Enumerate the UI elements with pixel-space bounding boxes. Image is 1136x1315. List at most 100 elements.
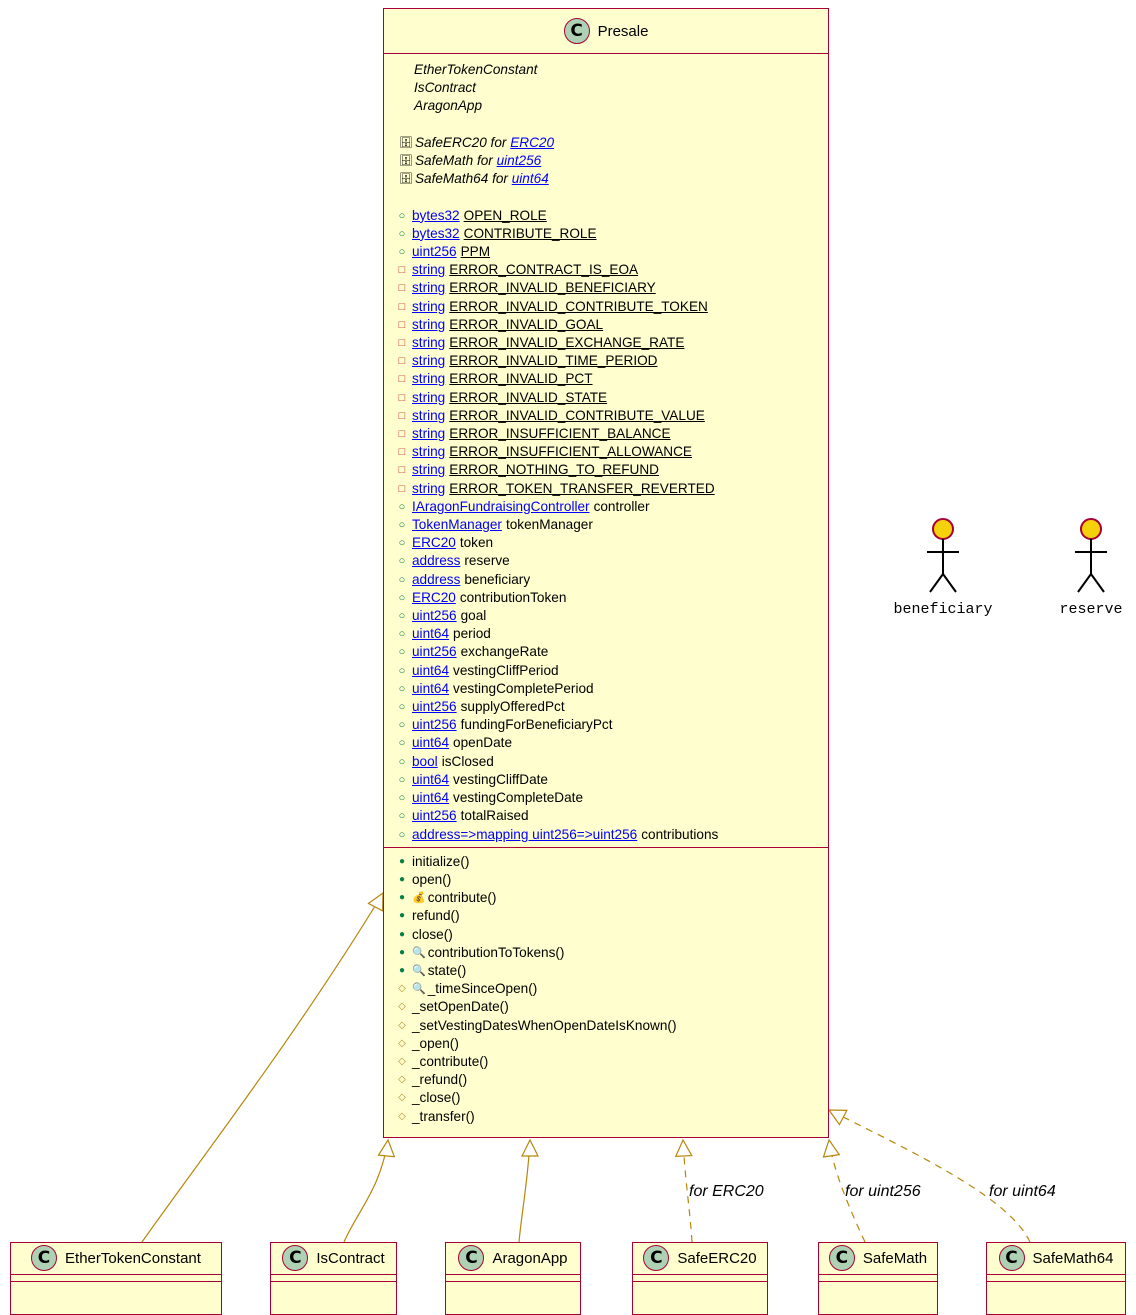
field-name: OPEN_ROLE <box>464 207 547 225</box>
field-name: contributionToken <box>460 589 567 607</box>
internal-method-icon: ◇ <box>396 980 408 998</box>
field-type-link[interactable]: string <box>412 461 445 479</box>
method-name: _setVestingDatesWhenOpenDateIsKnown() <box>412 1017 676 1035</box>
field-type-link[interactable]: string <box>412 480 445 498</box>
field-row: ○uint256fundingForBeneficiaryPct <box>396 716 818 734</box>
field-type-link[interactable]: uint256 <box>412 643 457 661</box>
field-type-link[interactable]: address <box>412 571 460 589</box>
field-type-link[interactable]: uint256 <box>412 243 457 261</box>
field-type-link[interactable]: uint64 <box>412 680 449 698</box>
field-type-link[interactable]: string <box>412 407 445 425</box>
field-row: □stringERROR_INVALID_CONTRIBUTE_VALUE <box>396 407 818 425</box>
inheritance-arrow-icon <box>378 1140 394 1157</box>
field-name: exchangeRate <box>461 643 549 661</box>
public-field-icon: ○ <box>396 571 408 589</box>
class-name: Presale <box>598 23 649 40</box>
method-row: ●🔍contributionToTokens() <box>396 944 818 962</box>
field-type-link[interactable]: bytes32 <box>412 225 460 243</box>
field-name: controller <box>594 498 650 516</box>
method-row: ●close() <box>396 926 818 944</box>
field-type-link[interactable]: uint256 <box>412 807 457 825</box>
private-field-icon: □ <box>396 443 408 461</box>
using-edge <box>829 1110 1030 1242</box>
private-field-icon: □ <box>396 370 408 388</box>
field-type-link[interactable]: string <box>412 425 445 443</box>
field-type-link[interactable]: string <box>412 334 445 352</box>
private-field-icon: □ <box>396 261 408 279</box>
using-for: for <box>491 134 507 152</box>
field-name: ERROR_CONTRACT_IS_EOA <box>449 261 638 279</box>
public-field-icon: ○ <box>396 753 408 771</box>
actor-reserve-icon <box>1061 514 1121 604</box>
internal-method-icon: ◇ <box>396 1071 408 1089</box>
field-row: ○uint256goal <box>396 607 818 625</box>
class-ethertokenconstant: CEtherTokenConstant <box>10 1242 222 1315</box>
field-row: ○uint256PPM <box>396 243 818 261</box>
field-type-link[interactable]: ERC20 <box>412 534 456 552</box>
field-name: ERROR_INVALID_CONTRIBUTE_TOKEN <box>449 298 708 316</box>
method-row: ◇_contribute() <box>396 1053 818 1071</box>
public-field-icon: ○ <box>396 807 408 825</box>
field-name: ERROR_INVALID_PCT <box>449 370 592 388</box>
field-name: ERROR_INVALID_STATE <box>449 389 607 407</box>
field-row: ○bytes32OPEN_ROLE <box>396 207 818 225</box>
class-safemath64: CSafeMath64 <box>986 1242 1126 1315</box>
field-type-link[interactable]: address <box>412 552 460 570</box>
field-name: PPM <box>461 243 490 261</box>
field-type-link[interactable]: string <box>412 279 445 297</box>
field-type-link[interactable]: uint256 <box>412 716 457 734</box>
method-row: ●refund() <box>396 907 818 925</box>
field-type-link[interactable]: uint64 <box>412 771 449 789</box>
field-type-link[interactable]: bool <box>412 753 438 771</box>
class-name: AragonApp <box>492 1250 567 1267</box>
public-field-icon: ○ <box>396 680 408 698</box>
field-type-link[interactable]: address=>mapping uint256=>uint256 <box>412 826 637 844</box>
private-field-icon: □ <box>396 298 408 316</box>
field-name: vestingCompleteDate <box>453 789 583 807</box>
field-type-link[interactable]: uint64 <box>412 625 449 643</box>
field-row: ○uint256supplyOfferedPct <box>396 698 818 716</box>
methods-section: ●initialize()●open()●💰contribute()●refun… <box>384 848 828 1129</box>
public-field-icon: ○ <box>396 498 408 516</box>
field-type-link[interactable]: IAragonFundraisingController <box>412 498 590 516</box>
field-type-link[interactable]: bytes32 <box>412 207 460 225</box>
using-arrow-icon <box>676 1140 692 1156</box>
method-name: contributionToTokens() <box>428 944 565 962</box>
using-type-link[interactable]: ERC20 <box>510 134 554 152</box>
method-name: _open() <box>412 1035 459 1053</box>
field-type-link[interactable]: ERC20 <box>412 589 456 607</box>
inheritance-arrow-icon <box>368 893 383 911</box>
field-type-link[interactable]: TokenManager <box>412 516 502 534</box>
method-row: ◇_open() <box>396 1035 818 1053</box>
field-name: totalRaised <box>461 807 529 825</box>
field-type-link[interactable]: string <box>412 316 445 334</box>
field-type-link[interactable]: uint256 <box>412 698 457 716</box>
method-row: ◇_transfer() <box>396 1108 818 1126</box>
field-type-link[interactable]: string <box>412 261 445 279</box>
field-type-link[interactable]: string <box>412 298 445 316</box>
field-row: □stringERROR_TOKEN_TRANSFER_REVERTED <box>396 480 818 498</box>
field-type-link[interactable]: string <box>412 352 445 370</box>
field-row: ○addressbeneficiary <box>396 571 818 589</box>
field-type-link[interactable]: uint256 <box>412 607 457 625</box>
field-type-link[interactable]: uint64 <box>412 734 449 752</box>
field-type-link[interactable]: string <box>412 443 445 461</box>
using-type-link[interactable]: uint256 <box>497 152 542 170</box>
public-method-icon: ● <box>396 926 408 944</box>
public-field-icon: ○ <box>396 716 408 734</box>
field-type-link[interactable]: uint64 <box>412 662 449 680</box>
using-item: 🗄SafeERC20 for ERC20 <box>396 134 818 152</box>
library-icon: 🗄 <box>399 170 413 188</box>
field-type-link[interactable]: string <box>412 370 445 388</box>
class-badge-icon: C <box>564 18 590 44</box>
field-name: openDate <box>453 734 512 752</box>
view-icon: 🔍 <box>412 944 426 962</box>
using-type-link[interactable]: uint64 <box>512 170 549 188</box>
presale-header: C Presale <box>384 9 828 53</box>
method-name: _setOpenDate() <box>412 998 509 1016</box>
field-row: ○uint64vestingCompleteDate <box>396 789 818 807</box>
field-type-link[interactable]: string <box>412 389 445 407</box>
field-type-link[interactable]: uint64 <box>412 789 449 807</box>
